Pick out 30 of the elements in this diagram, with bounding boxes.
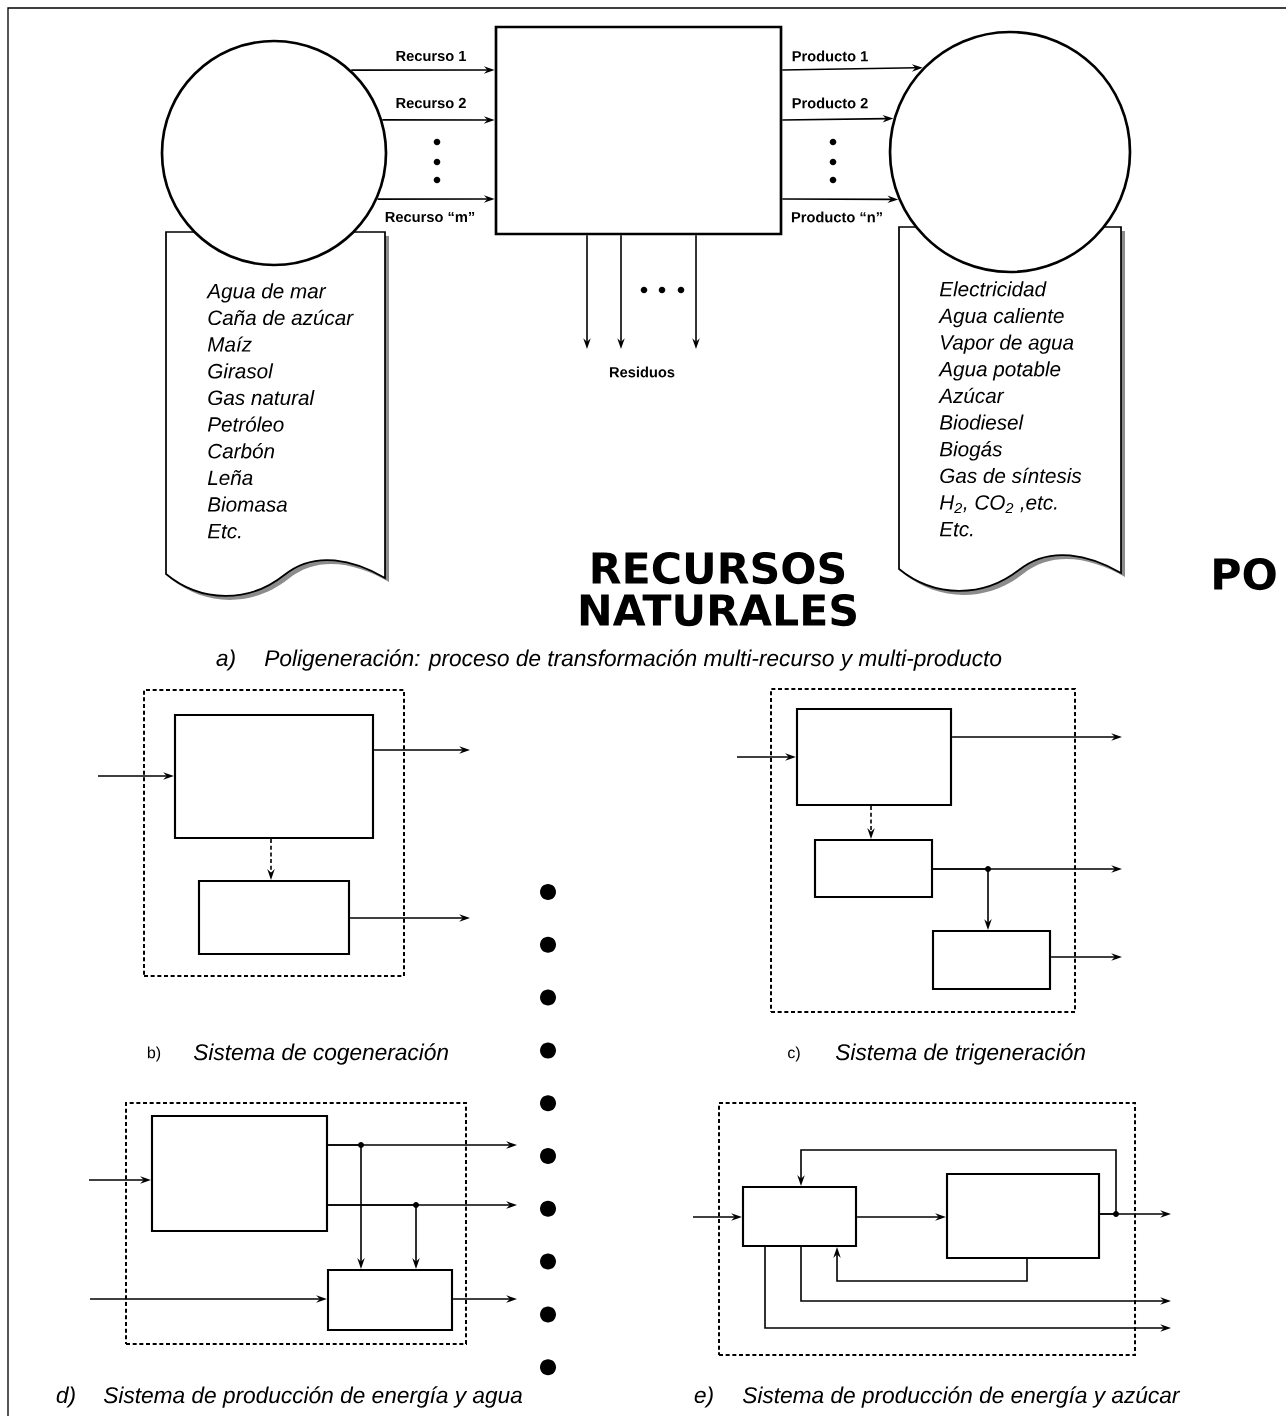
- process-box: [945, 1172, 1101, 1260]
- process-box: [173, 713, 375, 840]
- edge-label: Recurso 1: [394, 49, 468, 63]
- process-box: [931, 929, 1052, 991]
- edge-label: Recurso 2: [394, 96, 468, 110]
- process-box: [741, 1185, 858, 1248]
- output-label: Residuos: [610, 366, 675, 378]
- caption-letter: a): [216, 649, 235, 671]
- process-box: [813, 838, 934, 899]
- heading-text: PO: [1214, 557, 1276, 591]
- process-box: [494, 25, 783, 236]
- edge-label: Producto 2: [790, 96, 870, 110]
- edge-label: Producto 1: [790, 49, 870, 63]
- caption-letter: e): [694, 1386, 713, 1408]
- caption: Sistema de producción de energía y azúcar: [742, 1386, 1181, 1408]
- caption-letter: d): [56, 1386, 75, 1408]
- caption: Sistema de cogeneración: [193, 1043, 448, 1065]
- caption: Sistema de trigeneración: [835, 1043, 1085, 1065]
- circle-shape: [888, 30, 1132, 274]
- caption-letter: b): [147, 1046, 161, 1062]
- process-box: [795, 707, 953, 807]
- caption: Sistema de producción de energía y agua: [103, 1386, 522, 1408]
- caption-letter: c): [788, 1046, 800, 1062]
- process-box: [326, 1268, 454, 1332]
- process-box: [150, 1114, 329, 1233]
- process-box: [197, 879, 351, 956]
- edge-label: Producto “n”: [789, 210, 885, 224]
- edge-label: Recurso “m”: [383, 210, 477, 224]
- heading-text: RECURSOS NATURALES: [580, 551, 856, 627]
- caption: Poligeneración: proceso de transformación multi-recurso y multi-producto: [264, 649, 1002, 671]
